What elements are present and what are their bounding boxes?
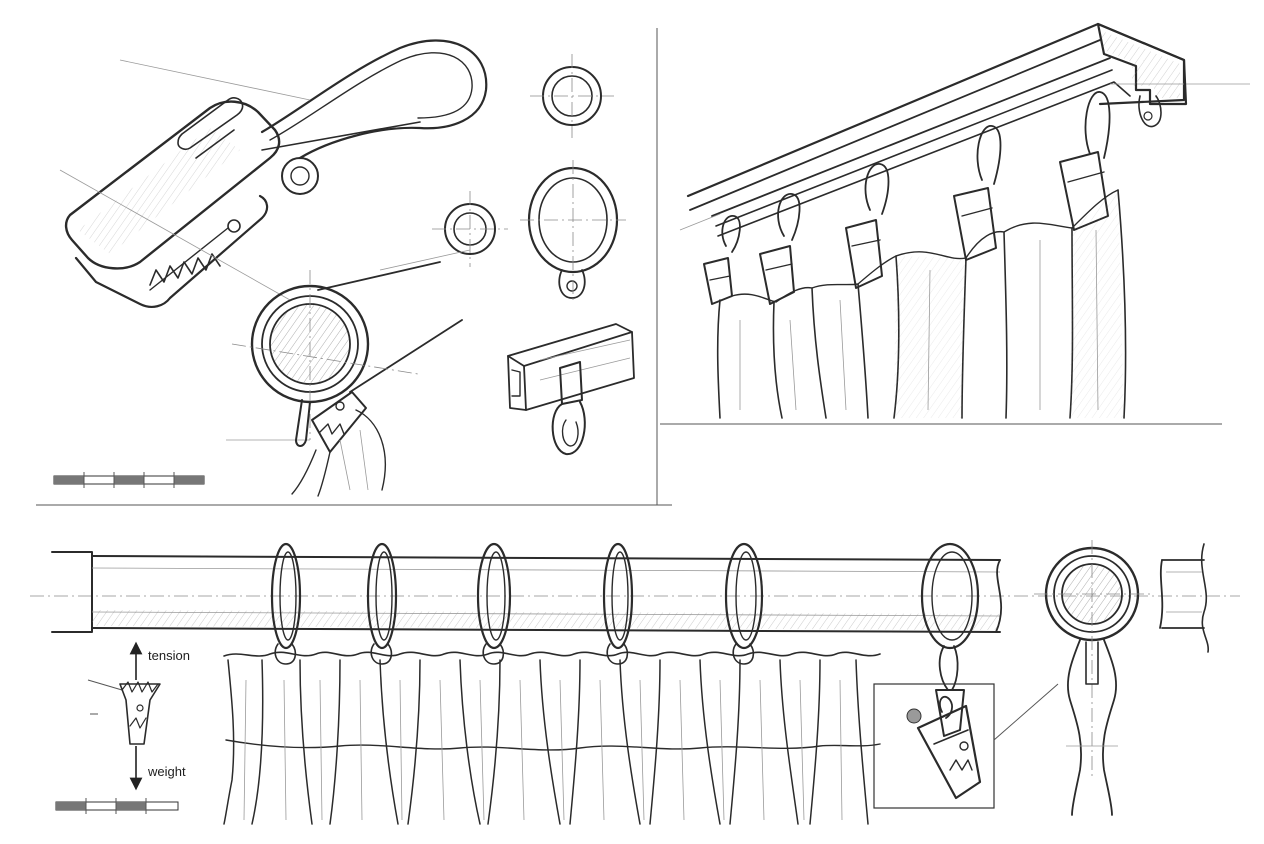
alligator-clip-large bbox=[59, 39, 488, 308]
rod-ring-5 bbox=[724, 542, 764, 665]
rod-ring-1 bbox=[270, 542, 302, 665]
rod-ring-4 bbox=[602, 542, 634, 665]
clip-detail-panel bbox=[53, 39, 635, 497]
eyelet-ring bbox=[520, 160, 626, 300]
ring-on-rod-detail bbox=[226, 249, 471, 497]
track-clip-3 bbox=[845, 163, 890, 289]
curtain-rod bbox=[30, 551, 1240, 633]
ceiling-track-panel bbox=[679, 22, 1250, 419]
hanging-curtain bbox=[716, 189, 1127, 419]
track-clip-4 bbox=[953, 125, 1002, 261]
pleated-curtain bbox=[223, 651, 881, 825]
clip-callout-box bbox=[873, 683, 1059, 809]
rod-section-view bbox=[1034, 540, 1150, 816]
track-glider-detail bbox=[507, 323, 635, 455]
rod-ring-3 bbox=[476, 542, 512, 665]
small-ring-middle bbox=[432, 191, 508, 267]
rod-ring-6 bbox=[920, 542, 980, 737]
track-clip-2 bbox=[759, 193, 801, 305]
scale-bar-top bbox=[53, 472, 205, 488]
tension-label: tension bbox=[148, 648, 190, 663]
rod-ring-2 bbox=[366, 542, 398, 665]
weight-label: weight bbox=[147, 764, 186, 779]
panel-dividers bbox=[36, 28, 1222, 506]
tension-weight-diagram: tension weight bbox=[87, 641, 190, 791]
rod-stub bbox=[1159, 543, 1209, 653]
scale-bar-bottom bbox=[55, 798, 179, 814]
small-ring-top bbox=[530, 54, 614, 138]
rod-rings-panel: tension weight bbox=[30, 540, 1240, 825]
